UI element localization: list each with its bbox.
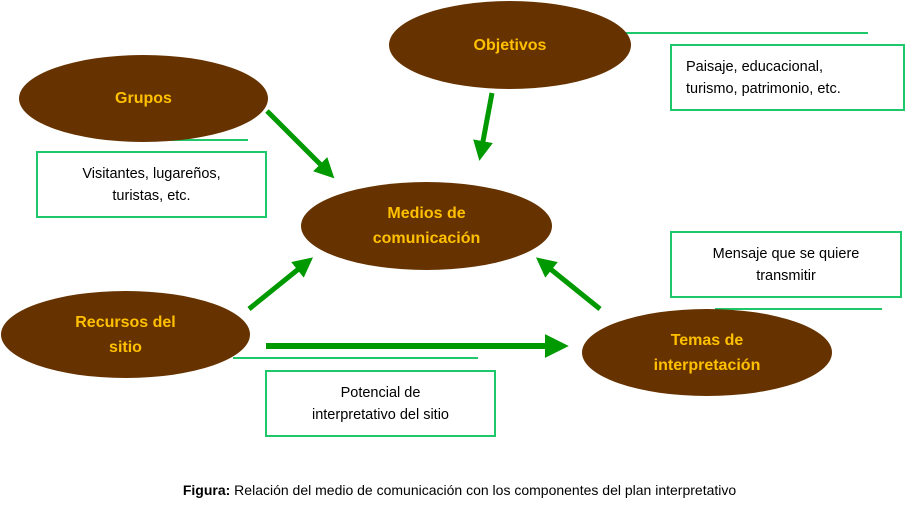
arrow-recursos-to-medios [247, 257, 314, 311]
node-label: Grupos [115, 90, 172, 107]
note-line-1: Paisaje, educacional, [686, 58, 824, 75]
note-line-1: Visitantes, lugareños, [82, 165, 221, 182]
node-label-line-2: comunicación [372, 230, 481, 247]
note-recursos: Potencial de interpretativo del sitio [265, 370, 496, 437]
caption-separator: : [225, 482, 231, 498]
node-grupos: Grupos [19, 55, 268, 142]
note-line-2: turistas, etc. [112, 187, 191, 204]
node-label-line-2: interpretación [653, 356, 761, 374]
note-temas: Mensaje que se quiere transmitir [670, 231, 902, 298]
note-line-2: turismo, patrimonio, etc. [686, 80, 841, 97]
node-label-line-1: Medios de [387, 205, 466, 222]
node-label-line-2: sitio [109, 338, 142, 356]
note-line-1: Mensaje que se quiere [712, 245, 860, 262]
node-objetivos: Objetivos [389, 1, 631, 89]
note-line-1: Potencial de [340, 384, 421, 401]
note-grupos: Visitantes, lugareños, turistas, etc. [36, 151, 267, 218]
caption-label: Figura [182, 482, 226, 498]
caption-text: Relación del medio de comunicación con l… [230, 482, 737, 498]
node-label: Objetivos [473, 36, 547, 54]
node-medios-de-comunicacion: Medios de comunicación [301, 182, 552, 270]
node-label-line-1: Recursos del [75, 313, 176, 331]
arrow-grupos-to-medios [265, 109, 335, 179]
arrow-temas-to-medios [535, 257, 602, 311]
arrow-objetivos-to-medios [473, 92, 495, 161]
node-label-line-1: Temas de [670, 331, 744, 349]
note-objetivos: Paisaje, educacional, turismo, patrimoni… [670, 44, 905, 111]
figure-caption: Figura: Relación del medio de comunicaci… [0, 482, 919, 498]
node-temas-de-interpretacion: Temas de interpretación [582, 309, 832, 396]
node-recursos-del-sitio: Recursos del sitio [1, 291, 250, 378]
note-line-2: interpretativo del sitio [311, 406, 449, 423]
note-line-2: transmitir [756, 267, 816, 284]
